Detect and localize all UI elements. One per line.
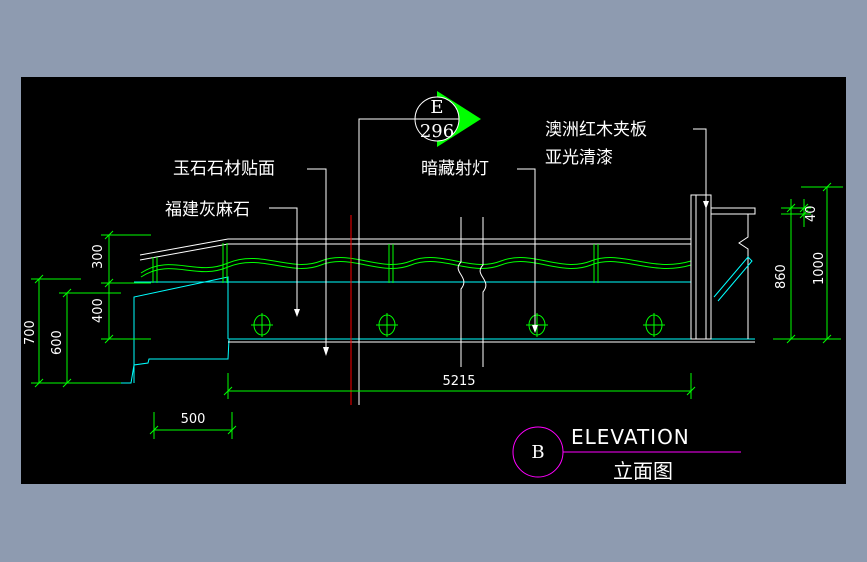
cad-drawing-canvas: E 296 玉石石材贴面 福建灰麻石 暗藏射灯 澳洲红木夹板 亚光清漆 [21,77,846,484]
leaders [269,128,707,347]
dim-40: 40 [804,205,819,222]
end-post [690,194,712,340]
title-english: ELEVATION [571,425,690,449]
dim-860: 860 [774,264,789,289]
dim-1000: 1000 [812,252,827,285]
section-tag-letter: E [430,97,443,118]
dimension-lines [31,182,843,439]
spotlight-icon [643,313,665,337]
spotlight-icon [376,313,398,337]
label-fujian-stone: 福建灰麻石 [165,200,250,220]
dim-700: 700 [23,320,38,345]
break-column [457,217,487,367]
structure [41,194,756,384]
wave-rail-2 [140,261,692,278]
section-tag: E 296 [358,91,481,405]
step-profile [41,338,755,384]
label-plywood: 澳洲红木夹板 [545,120,647,140]
title-block: B ELEVATION 立面图 [512,425,741,483]
dim-600: 600 [50,330,65,355]
spotlight-icon [251,313,273,337]
handrail-top [139,238,691,256]
label-hidden-light: 暗藏射灯 [421,159,489,179]
dim-5215: 5215 [442,374,475,389]
title-marker: B [531,442,544,463]
dim-500: 500 [181,412,206,427]
end-cap-plate [710,207,756,215]
handrail-bottom [139,243,691,261]
left-wall [133,276,229,383]
spotlights [251,313,665,337]
end-brace [713,256,753,302]
dim-300: 300 [91,244,106,269]
label-jade-stone: 玉石石材贴面 [173,159,275,179]
leader-arrows [294,201,709,356]
section-tag-number: 296 [420,121,454,142]
title-chinese: 立面图 [613,459,673,483]
elevation-drawing: E 296 玉石石材贴面 福建灰麻石 暗藏射灯 澳洲红木夹板 亚光清漆 [23,91,843,483]
wave-rail-1 [140,257,692,274]
label-varnish: 亚光清漆 [545,148,613,168]
break-line-right [738,214,749,339]
dim-400: 400 [91,298,106,323]
